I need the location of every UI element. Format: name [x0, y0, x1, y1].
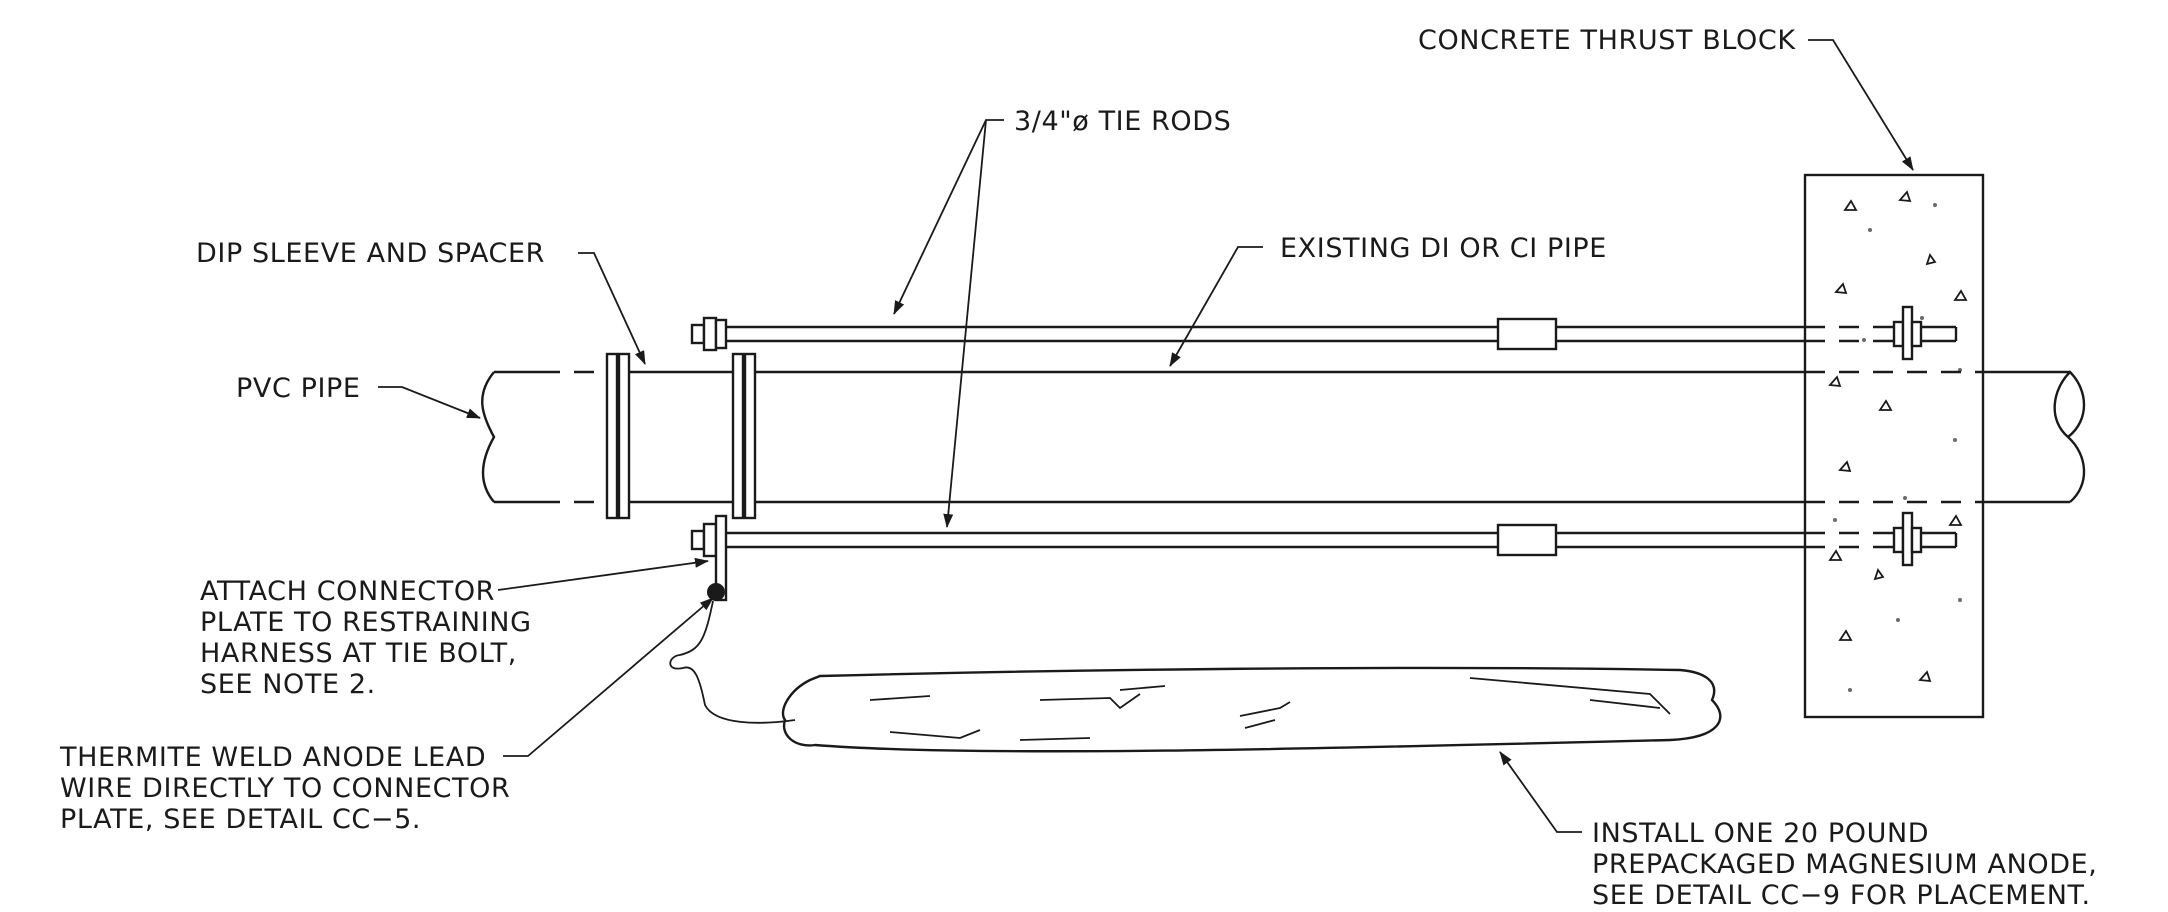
- anode-lead-wire: [669, 600, 796, 724]
- note-line: PLATE, SEE DETAIL CC−5.: [60, 804, 421, 835]
- tie-rod-nut: [1892, 320, 1905, 348]
- magnesium-anode-bag: [781, 666, 1722, 753]
- attach-connector-note: ATTACH CONNECTOR PLATE TO RESTRAINING HA…: [200, 576, 532, 700]
- concrete-thrust-block-label: CONCRETE THRUST BLOCK: [1418, 25, 1796, 56]
- note-line: INSTALL ONE 20 POUND: [1592, 818, 1929, 849]
- install-anode-note: INSTALL ONE 20 POUND PREPACKAGED MAGNESI…: [1592, 818, 2097, 911]
- tie-rod-coupling: [1496, 317, 1558, 351]
- note-line: SEE NOTE 2.: [200, 669, 376, 700]
- dip-sleeve-label: DIP SLEEVE AND SPACER: [196, 238, 545, 269]
- tie-rod-nut: [702, 316, 718, 352]
- pvc-pipe: [481, 370, 606, 504]
- note-line: ATTACH CONNECTOR: [200, 576, 495, 607]
- thermite-weld: [707, 583, 725, 601]
- note-line: PREPACKAGED MAGNESIUM ANODE,: [1592, 849, 2097, 880]
- tie-rod-nut: [702, 522, 718, 558]
- concrete-thrust-block: [1803, 173, 1985, 719]
- tie-rod-nut: [714, 318, 728, 350]
- tie-rods-label: 3/4"ø TIE RODS: [1014, 106, 1231, 137]
- tie-rod-nut: [690, 529, 706, 551]
- tie-rod-nut: [1901, 511, 1914, 567]
- tie-rod-nut: [1892, 526, 1905, 554]
- thermite-weld-note: THERMITE WELD ANODE LEAD WIRE DIRECTLY T…: [59, 742, 510, 835]
- tie-rod-coupling: [1496, 523, 1558, 557]
- leader-lines: [378, 39, 1914, 833]
- concrete-texture: [1828, 190, 1968, 692]
- tie-rod-nut: [1910, 320, 1923, 348]
- note-line: SEE DETAIL CC−9 FOR PLACEMENT.: [1592, 880, 2091, 911]
- tie-rod-lower: [690, 511, 1958, 567]
- existing-di-ci-pipe: [734, 370, 2086, 504]
- tie-rod-nut: [1901, 305, 1914, 361]
- tie-rod-upper: [690, 305, 1958, 361]
- connector-plate: [707, 514, 728, 602]
- note-line: HARNESS AT TIE BOLT,: [200, 638, 517, 669]
- tie-rod-nut: [690, 323, 706, 345]
- note-line: WIRE DIRECTLY TO CONNECTOR: [60, 773, 510, 804]
- note-line: PLATE TO RESTRAINING: [200, 607, 532, 638]
- tie-rod-nut: [1910, 526, 1923, 554]
- pvc-pipe-label: PVC PIPE: [236, 373, 361, 404]
- existing-pipe-label: EXISTING DI OR CI PIPE: [1280, 233, 1607, 264]
- note-line: THERMITE WELD ANODE LEAD: [59, 742, 486, 773]
- sleeve-flanges: [605, 352, 757, 520]
